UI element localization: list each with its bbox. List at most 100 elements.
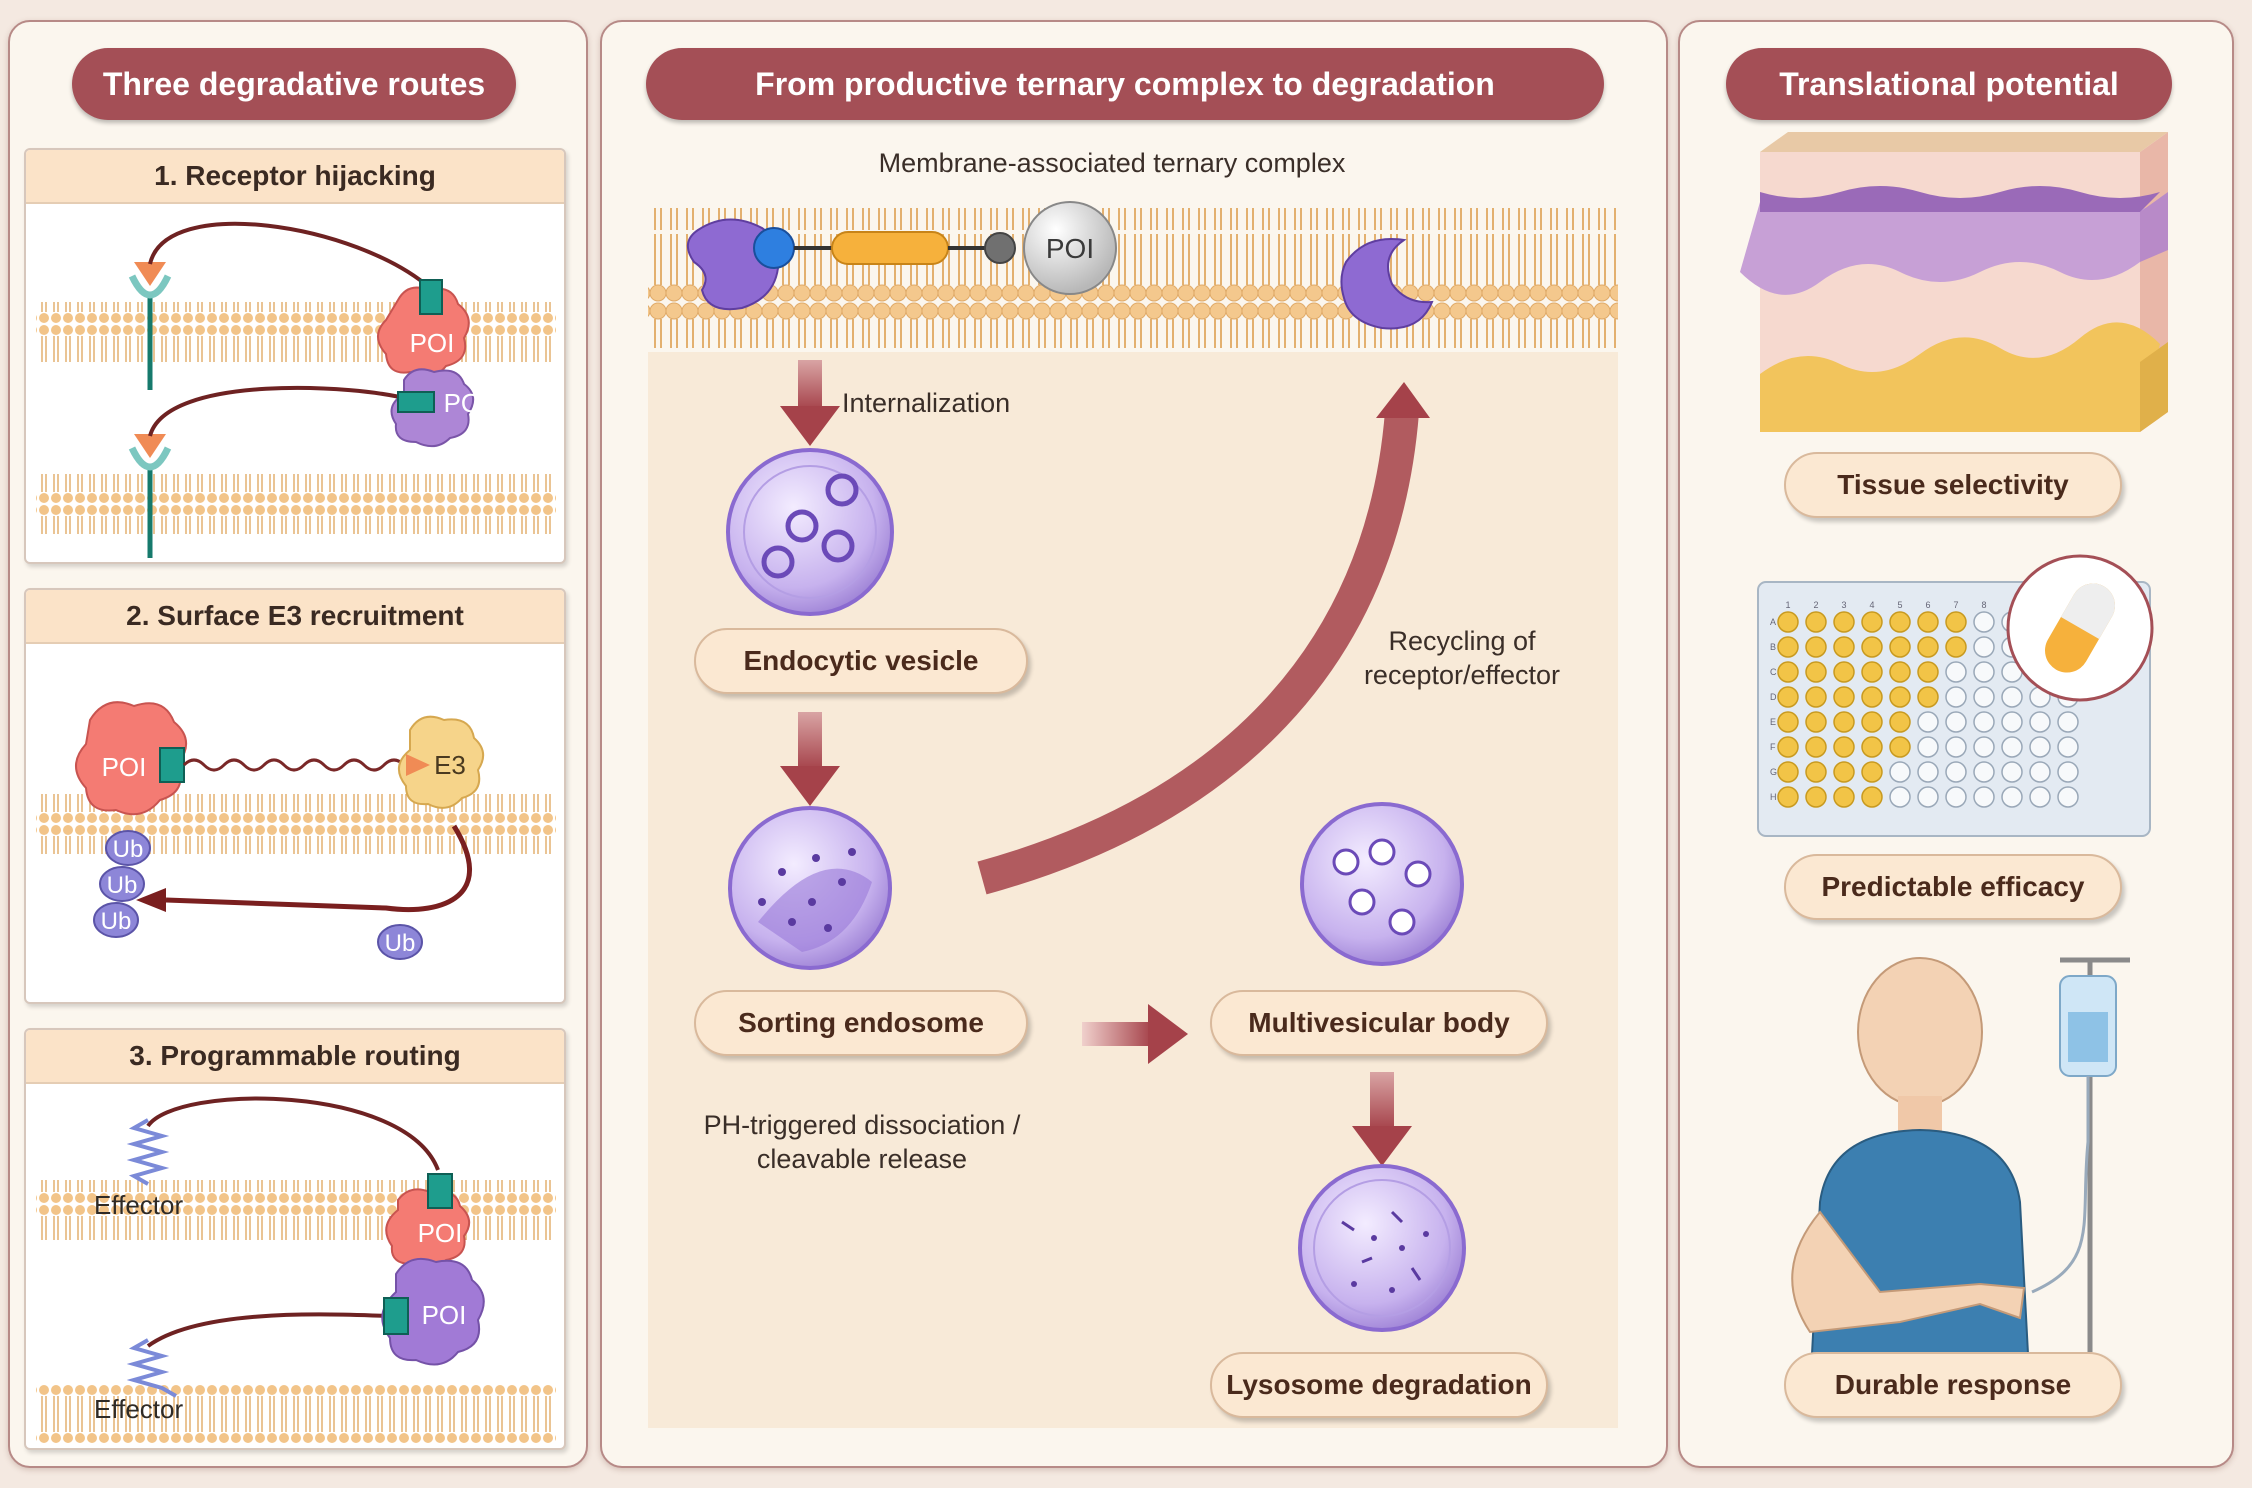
poi-label: POI [410, 328, 455, 358]
linker [148, 385, 413, 437]
plate-well [2001, 761, 2023, 783]
patient-iv-icon [1791, 957, 2130, 1393]
plate-row-label: E [1770, 717, 1776, 727]
plate-row-label: F [1770, 742, 1776, 752]
plate-well [1917, 736, 1939, 758]
plate-row-label: C [1770, 667, 1777, 677]
e3-icon [398, 715, 485, 809]
plate-well [1945, 686, 1967, 708]
effector-icon [126, 1118, 170, 1186]
cell-membrane [648, 208, 1618, 348]
plate-well [1917, 686, 1939, 708]
plate-well [1889, 661, 1911, 683]
trafficking-illustration: POI [648, 201, 1618, 1428]
plate-well [1889, 711, 1911, 733]
plate-col-label: 2 [1813, 600, 1818, 610]
plate-well [1973, 711, 1995, 733]
plate-col-label: 1 [1785, 600, 1790, 610]
sorting-endosome-label: Sorting endosome [694, 990, 1028, 1056]
plate-well [1777, 761, 1799, 783]
poi-label: POI [444, 388, 489, 418]
plate-well [1973, 611, 1995, 633]
recycling-label: Recycling of receptor/effector [1363, 626, 1561, 690]
plate-well [1861, 661, 1883, 683]
plate-well [1861, 786, 1883, 808]
plate-well [2057, 761, 2079, 783]
plate-well [2057, 736, 2079, 758]
plate-well [1805, 736, 1827, 758]
membrane [36, 474, 556, 534]
plate-well [1889, 636, 1911, 658]
linker [148, 221, 432, 290]
recycling-arrow [977, 410, 1419, 895]
plate-well [2029, 711, 2051, 733]
poi-icon [75, 701, 187, 816]
poi-label: POI [1046, 233, 1094, 264]
plate-well [1805, 686, 1827, 708]
plate-well [1973, 686, 1995, 708]
ligand-icon [134, 434, 166, 458]
plate-well [1861, 736, 1883, 758]
route-3-title: 3. Programmable routing [26, 1030, 564, 1084]
poi-sphere-icon [1023, 201, 1117, 295]
plate-well [1833, 761, 1855, 783]
plate-well [1917, 711, 1939, 733]
multivesicular-body-label: Multivesicular body [1210, 990, 1548, 1056]
ub-label: Ub [101, 908, 132, 935]
ub-label: Ub [113, 836, 144, 863]
ligand-icon [406, 754, 430, 776]
plate-well [1973, 636, 1995, 658]
linker-core-icon [831, 231, 949, 265]
endocytic-vesicle-icon [726, 448, 894, 616]
ligand-icon [134, 262, 166, 286]
route-2-title: 2. Surface E3 recruitment [26, 590, 564, 644]
plate-well [1917, 661, 1939, 683]
binder-icon [397, 391, 435, 413]
plate-col-label: 3 [1841, 600, 1846, 610]
binder-icon [383, 1297, 409, 1335]
plate-col-label: 8 [1981, 600, 1986, 610]
plate-well [1833, 711, 1855, 733]
plate-well [1945, 636, 1967, 658]
receptor-icon [128, 274, 172, 299]
plate-row-label: H [1770, 792, 1777, 802]
plate-well [2001, 686, 2023, 708]
plate-well [1917, 786, 1939, 808]
warhead-sphere-icon [984, 232, 1016, 264]
left-panel-title: Three degradative routes [72, 48, 516, 120]
plate-well [1805, 636, 1827, 658]
plate-well [1945, 661, 1967, 683]
center-panel: From productive ternary complex to degra… [600, 20, 1668, 1468]
ub-label: Ub [385, 930, 416, 957]
plate-well [1777, 711, 1799, 733]
receptor-hijacking-illustration: POI POI [36, 221, 556, 558]
recycling-arrow-head [1376, 382, 1430, 418]
plate-row-label: D [1770, 692, 1777, 702]
effector-label: Effector [94, 1190, 183, 1220]
plate-well [1777, 636, 1799, 658]
programmable-routing-illustration: POI Effector POI Effector [36, 1096, 556, 1444]
plate-well [1889, 686, 1911, 708]
plate-well [2001, 736, 2023, 758]
binder-icon [427, 1173, 453, 1209]
left-panel: Three degradative routes 1. Receptor hij… [8, 20, 588, 1468]
poi-label: POI [422, 1300, 467, 1330]
ligand-sphere-icon [753, 227, 795, 269]
tissue-selectivity-label: Tissue selectivity [1784, 452, 2122, 518]
plate-row-label: G [1770, 767, 1777, 777]
plate-well [1805, 661, 1827, 683]
plate-well [2057, 711, 2079, 733]
plate-well [1917, 611, 1939, 633]
route-programmable: 3. Programmable routing POI Effector POI… [24, 1028, 566, 1450]
plate-well [1777, 786, 1799, 808]
recycled-receptor-icon [1340, 238, 1434, 330]
capsule-icon [2006, 554, 2154, 702]
membrane [36, 1180, 556, 1240]
poi-icon [381, 1258, 485, 1366]
arrow-to-lysosome [1352, 1072, 1412, 1166]
plate-well [1945, 736, 1967, 758]
plate-col-label: 4 [1869, 600, 1874, 610]
effector-icon [126, 1338, 177, 1398]
